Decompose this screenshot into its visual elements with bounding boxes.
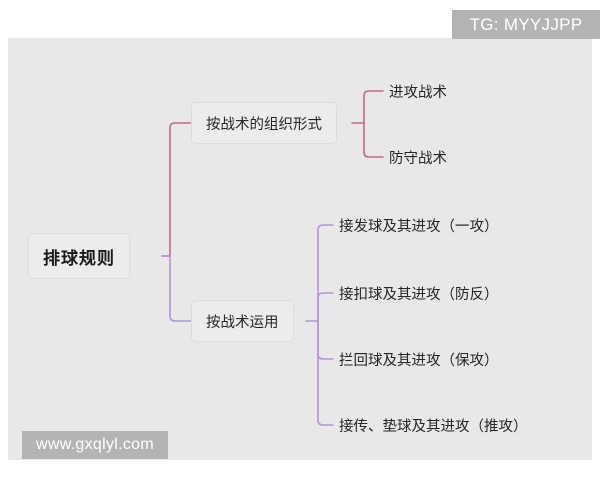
- node-branch-label: 按战术运用: [206, 314, 279, 331]
- node-leaf-pass-dig-attack[interactable]: 接传、垫球及其进攻（推攻）: [339, 412, 528, 438]
- node-leaf-label: 防守战术: [389, 150, 447, 167]
- node-leaf-label: 进攻战术: [389, 84, 447, 101]
- node-leaf-offensive-tactics[interactable]: 进攻战术: [389, 78, 447, 104]
- node-leaf-serve-receive-attack[interactable]: 接发球及其进攻（一攻）: [339, 212, 499, 238]
- node-leaf-label: 接扣球及其进攻（防反）: [339, 286, 499, 303]
- node-leaf-label: 拦回球及其进攻（保攻）: [339, 352, 499, 369]
- node-leaf-label: 接传、垫球及其进攻（推攻）: [339, 418, 528, 435]
- watermark-top-text: TG: MYYJJPP: [469, 14, 583, 34]
- node-branch-organization-form[interactable]: 按战术的组织形式: [191, 102, 337, 144]
- node-branch-tactical-application[interactable]: 按战术运用: [191, 300, 294, 342]
- watermark-bottom-text: www.gxqlyl.com: [35, 436, 154, 453]
- node-leaf-block-rebound-attack[interactable]: 拦回球及其进攻（保攻）: [339, 346, 499, 372]
- watermark-bottom-left: www.gxqlyl.com: [22, 431, 168, 459]
- watermark-top-right: TG: MYYJJPP: [452, 10, 600, 39]
- node-root-label: 排球规则: [43, 248, 115, 268]
- node-root[interactable]: 排球规则: [28, 233, 130, 279]
- node-branch-label: 按战术的组织形式: [206, 116, 322, 133]
- node-leaf-defensive-tactics[interactable]: 防守战术: [389, 144, 447, 170]
- node-leaf-spike-receive-attack[interactable]: 接扣球及其进攻（防反）: [339, 280, 499, 306]
- node-leaf-label: 接发球及其进攻（一攻）: [339, 218, 499, 235]
